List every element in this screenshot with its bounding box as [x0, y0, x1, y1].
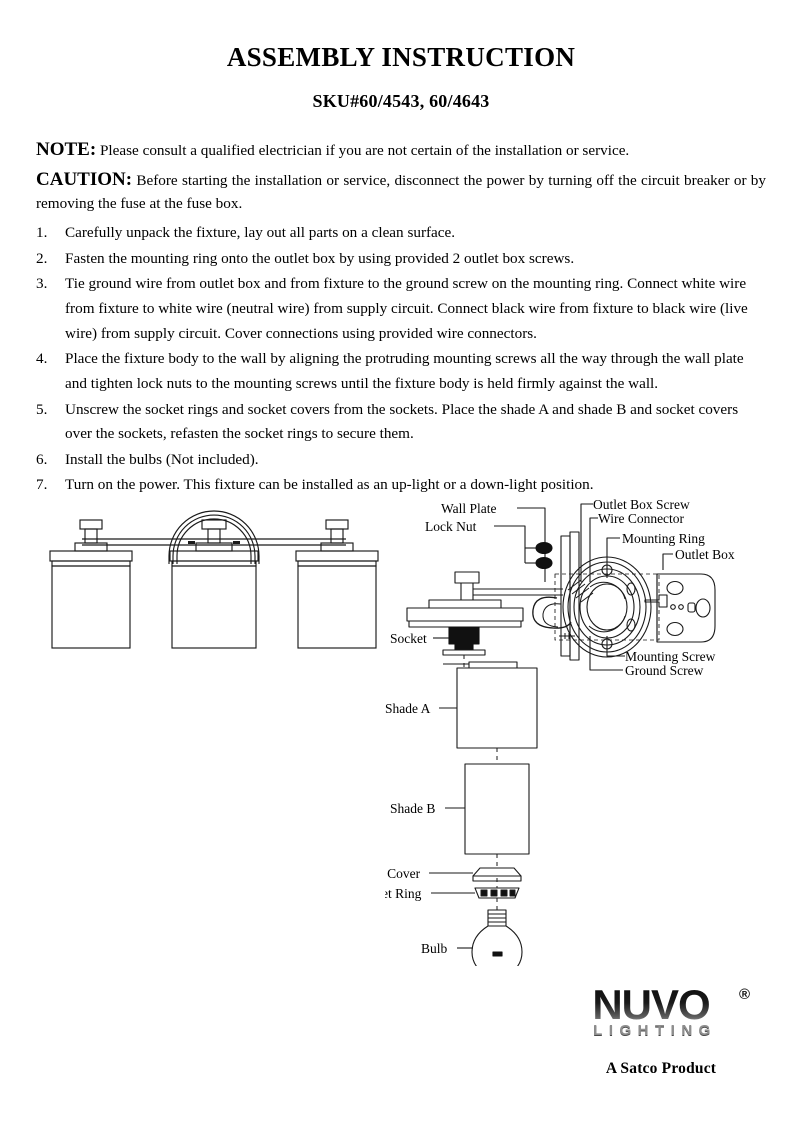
label-socket-ring: Socket Ring: [385, 886, 422, 901]
step-text: Unscrew the socket rings and socket cove…: [65, 400, 739, 443]
note-text: Please consult a qualified electrician i…: [96, 142, 630, 160]
step-item: 1. Carefully unpack the fixture, lay out …: [36, 221, 766, 246]
nuvo-logo: NUVO ® LIGHTING: [563, 984, 759, 1046]
advisory-block: NOTE: Please consult a qualified electri…: [36, 136, 766, 215]
label-mounting-screw: Mounting Screw: [625, 649, 716, 664]
label-shade-a: Shade A: [385, 701, 431, 716]
step-text: Install the bulbs (Not included).: [65, 450, 259, 468]
page-title: ASSEMBLY INSTRUCTION: [226, 42, 576, 72]
step-item: 5. Unscrew the socket rings and socket co…: [36, 398, 766, 447]
step-number: 1.: [36, 224, 48, 242]
label-outlet-box: Outlet Box: [675, 547, 735, 562]
registered-trademark-icon: ®: [739, 986, 751, 1003]
step-number: 4.: [36, 350, 48, 368]
fixture-illustration: [49, 510, 379, 649]
lighting-tagline: LIGHTING: [593, 1022, 717, 1039]
label-wall-plate: Wall Plate: [441, 501, 497, 516]
step-text: Fasten the mounting ring onto the outlet…: [65, 249, 575, 267]
step-item: 6. Install the bulbs (Not included).: [36, 448, 766, 473]
label-socket: Socket: [390, 631, 427, 646]
footer-brand: NUVO ® LIGHTING A Satco Product: [556, 984, 766, 1078]
caution-text: Before starting the installation or serv…: [36, 171, 766, 213]
diagram-area: Outlet Box Screw Wire Connector Mounting…: [0, 486, 802, 976]
step-item: 3. Tie ground wire from outlet box and fr…: [36, 272, 766, 346]
company-line: A Satco Product: [605, 1060, 717, 1077]
step-number: 5.: [36, 400, 48, 418]
step-number: 3.: [36, 275, 48, 293]
sku-subtitle: SKU#60/4543, 60/4643: [312, 91, 490, 112]
step-text: Tie ground wire from outlet box and from…: [65, 275, 748, 342]
label-outlet-box-screw: Outlet Box Screw: [593, 497, 690, 512]
caution-label: CAUTION:: [36, 168, 133, 190]
instruction-steps: 1. Carefully unpack the fixture, lay out …: [36, 221, 766, 498]
step-number: 6.: [36, 450, 48, 468]
step-item: 2. Fasten the mounting ring onto the outl…: [36, 247, 766, 272]
label-socket-cover: Socket Cover: [385, 866, 421, 881]
label-mounting-ring: Mounting Ring: [622, 531, 705, 546]
label-bulb: Bulb: [421, 941, 448, 956]
step-text: Place the fixture body to the wall by al…: [65, 350, 744, 392]
note-label: NOTE:: [36, 139, 97, 161]
label-wire-connector: Wire Connector: [598, 511, 685, 526]
step-number: 7.: [36, 476, 48, 494]
label-lock-nut: Lock Nut: [425, 519, 477, 534]
step-text: Carefully unpack the fixture, lay out al…: [65, 224, 456, 242]
caution-line: CAUTION: Before starting the installatio…: [36, 166, 766, 216]
label-ground-screw: Ground Screw: [625, 663, 704, 678]
step-text: Turn on the power. This fixture can be i…: [65, 476, 594, 494]
label-shade-b: Shade B: [390, 801, 435, 816]
step-item: 7. Turn on the power. This fixture can be…: [36, 473, 766, 498]
nuvo-wordmark: NUVO: [563, 984, 739, 1026]
note-line: NOTE: Please consult a qualified electri…: [36, 136, 766, 164]
exploded-assembly-diagram: Outlet Box Screw Wire Connector Mounting…: [385, 497, 735, 966]
step-number: 2.: [36, 249, 48, 267]
step-item: 4. Place the fixture body to the wall by …: [36, 347, 766, 396]
